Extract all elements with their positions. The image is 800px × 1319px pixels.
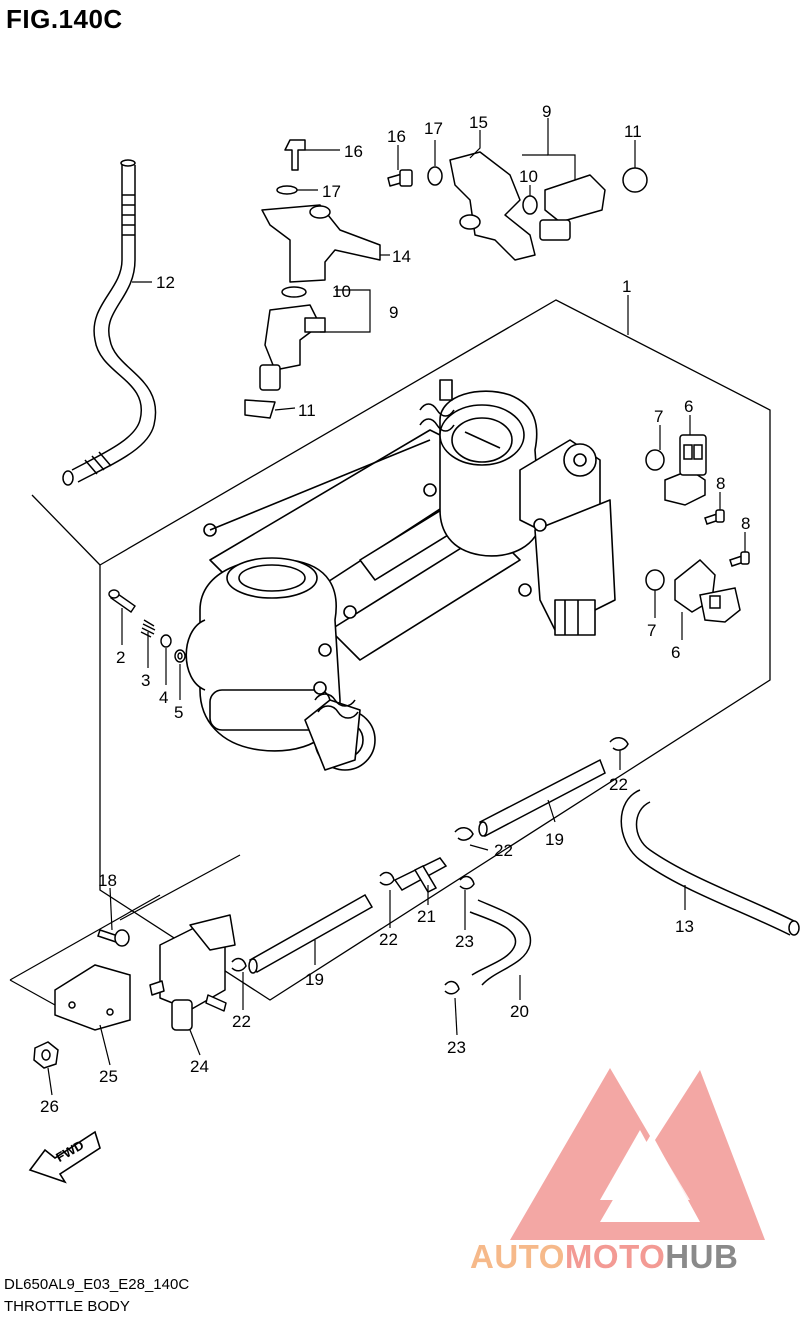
callout-22b: 22 [494, 841, 513, 860]
callout-12: 12 [156, 273, 175, 292]
hose-13 [620, 789, 800, 936]
callout-7a: 7 [654, 407, 663, 426]
callout-9b: 9 [389, 303, 398, 322]
callout-8a: 8 [716, 474, 725, 493]
lower-linework [9, 854, 241, 1006]
callout-22d: 22 [232, 1012, 251, 1031]
bracket-25 [54, 964, 131, 1031]
callout-24: 24 [190, 1057, 209, 1076]
watermark-auto: AUTO [470, 1238, 565, 1275]
sensor-6-lower [674, 558, 741, 623]
o-ring-5 [174, 649, 186, 663]
hose-19-upper [478, 758, 606, 838]
callout-17b: 17 [424, 119, 443, 138]
callout-18: 18 [98, 871, 117, 890]
fwd-arrow-icon: FWD [28, 1130, 101, 1184]
callout-21: 21 [417, 907, 436, 926]
callout-7b: 7 [647, 621, 656, 640]
screw-8-upper [704, 509, 725, 525]
callout-3: 3 [141, 671, 150, 690]
callout-25: 25 [99, 1067, 118, 1086]
callout-10b: 10 [332, 282, 351, 301]
o-ring-7-lower [645, 569, 665, 591]
callout-9a: 9 [542, 102, 551, 121]
diagram-name: THROTTLE BODY [4, 1298, 130, 1315]
callout-26: 26 [40, 1097, 59, 1116]
callout-11a: 11 [624, 122, 642, 141]
callout-6b: 6 [671, 643, 680, 662]
washer-4 [160, 634, 172, 648]
watermark-moto: MOTO [564, 1238, 666, 1275]
callout-1: 1 [622, 277, 631, 296]
clamps [231, 737, 629, 995]
watermark-wordmark: AUTOMOTOHUB [470, 1238, 738, 1276]
callout-2: 2 [116, 648, 125, 667]
screw-2 [108, 589, 136, 613]
figure-title: FIG.140C [6, 4, 123, 34]
callout-17a: 17 [322, 182, 341, 201]
throttle-body-assembly [185, 379, 616, 771]
callout-19b: 19 [305, 970, 324, 989]
screw-18 [97, 929, 130, 947]
callout-5: 5 [174, 703, 183, 722]
callout-15: 15 [469, 113, 488, 132]
leader-lines [47, 118, 746, 1096]
callout-10a: 10 [519, 167, 538, 186]
callout-labels: 1 2 3 4 5 6 6 7 7 8 8 9 9 10 10 11 11 12… [40, 102, 750, 1116]
callout-16b: 16 [387, 127, 406, 146]
o-ring-7-upper [645, 449, 665, 471]
callout-8b: 8 [741, 514, 750, 533]
callout-22a: 22 [609, 775, 628, 794]
sensor-6-upper [664, 434, 707, 506]
hose-12 [62, 159, 157, 486]
upper-injector-parts [244, 139, 648, 419]
callout-11b: 11 [298, 401, 316, 420]
hose-19-lower [248, 893, 374, 974]
callout-16a: 16 [344, 142, 363, 161]
callout-19a: 19 [545, 830, 564, 849]
nut-26 [33, 1041, 59, 1069]
joint-21 [393, 857, 448, 893]
diagram-code: DL650AL9_E03_E28_140C [4, 1276, 190, 1293]
callout-20: 20 [510, 1002, 529, 1021]
callout-23b: 23 [447, 1038, 466, 1057]
solenoid-valve-24 [149, 914, 236, 1031]
callout-13: 13 [675, 917, 694, 936]
callout-6a: 6 [684, 397, 693, 416]
callout-14: 14 [392, 247, 411, 266]
screw-8-lower [729, 551, 750, 567]
callout-4: 4 [159, 688, 168, 707]
watermark-logo [510, 1068, 765, 1240]
watermark-hub: HUB [665, 1238, 739, 1275]
spring-3 [140, 619, 156, 638]
assembly-outline [31, 299, 771, 1001]
callout-22c: 22 [379, 930, 398, 949]
hose-20 [469, 899, 532, 986]
callout-23a: 23 [455, 932, 474, 951]
